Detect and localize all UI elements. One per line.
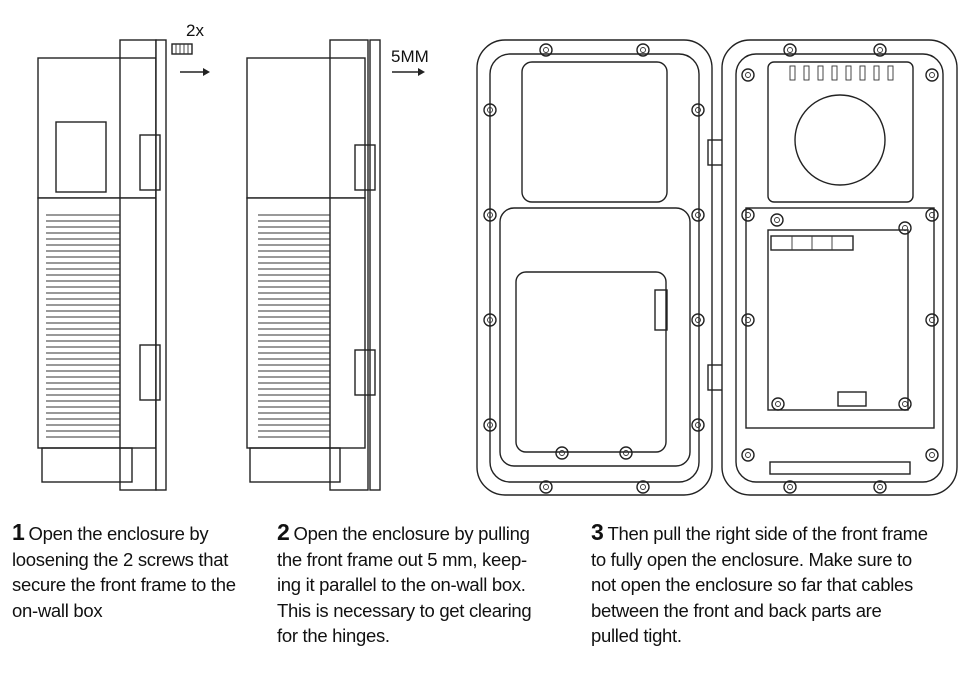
screw-hole-icon [741, 68, 755, 82]
screw-hole-icon [619, 446, 633, 460]
screw-hole-icon [483, 313, 497, 327]
screw-hole-icon [483, 103, 497, 117]
screw-hole-center [929, 72, 935, 78]
terminal-block [770, 235, 854, 251]
vent-slot [845, 65, 852, 81]
screw-hole-center [487, 317, 493, 323]
vent-slot [817, 65, 824, 81]
vent-slot [887, 65, 894, 81]
screw-hole-center [487, 107, 493, 113]
screw-hole-center [745, 212, 751, 218]
screw-hole-center [787, 484, 793, 490]
screw-hole-icon [873, 480, 887, 494]
screw-hole-center [929, 212, 935, 218]
step1-number: 1 [12, 519, 25, 545]
step2-text: Open the enclosure by pulling the front … [277, 523, 532, 646]
enclosure-illustration: 2x 5MM [37, 21, 958, 496]
screw-hole-icon [691, 208, 705, 222]
arrow-right-icon [180, 68, 210, 76]
offset-label: 5MM [391, 47, 429, 66]
screw-hole-center [487, 422, 493, 428]
screw-hole-icon [483, 418, 497, 432]
screw-hole-icon [898, 221, 912, 235]
screw-hole-icon [770, 213, 784, 227]
step2-side-view: 5MM [246, 39, 429, 491]
screw-hole-center [695, 212, 701, 218]
vent-slot [873, 65, 880, 81]
step2-number: 2 [277, 519, 290, 545]
screw-count-label: 2x [186, 21, 204, 40]
screw-hole-center [623, 450, 629, 456]
screw-hole-center [929, 452, 935, 458]
step1-text: Open the enclosure by loosening the 2 sc… [12, 523, 236, 621]
screw-hole-center [695, 317, 701, 323]
screw-hole-icon [636, 43, 650, 57]
screw-hole-center [695, 422, 701, 428]
screw-hole-icon [873, 43, 887, 57]
screw-hole-center [877, 47, 883, 53]
screw-hole-icon [783, 43, 797, 57]
screw-hole-center [745, 317, 751, 323]
screw-icon [171, 43, 193, 55]
screw-hole-center [745, 72, 751, 78]
vent-slot [789, 65, 796, 81]
screw-hole-center [929, 317, 935, 323]
screw-hole-icon [691, 418, 705, 432]
screw-hole-icon [691, 313, 705, 327]
screw-hole-icon [925, 313, 939, 327]
screw-hole-icon [925, 208, 939, 222]
screw-hole-icon [555, 446, 569, 460]
vent-slot [859, 65, 866, 81]
step3-text: Then pull the right side of the front fr… [591, 523, 928, 646]
screw-hole-center [902, 401, 908, 407]
screw-hole-icon [636, 480, 650, 494]
screw-hole-center [695, 107, 701, 113]
screw-hole-center [487, 212, 493, 218]
screw-hole-center [640, 484, 646, 490]
vent-slot [803, 65, 810, 81]
screw-hole-center [902, 225, 908, 231]
screw-hole-icon [539, 43, 553, 57]
screw-hole-icon [771, 397, 785, 411]
screw-hole-icon [898, 397, 912, 411]
screw-hole-icon [741, 313, 755, 327]
screw-hole-center [775, 401, 781, 407]
screw-hole-center [877, 484, 883, 490]
screw-hole-center [543, 484, 549, 490]
screw-hole-icon [925, 68, 939, 82]
screw-hole-icon [483, 208, 497, 222]
screw-hole-icon [783, 480, 797, 494]
screw-hole-center [787, 47, 793, 53]
screw-hole-icon [691, 103, 705, 117]
step3-open-enclosure [476, 39, 958, 496]
screw-hole-icon [741, 208, 755, 222]
screw-hole-center [745, 452, 751, 458]
vent-slot [831, 65, 838, 81]
step3-number: 3 [591, 519, 604, 545]
arrow-right-icon [392, 68, 425, 76]
screw-hole-center [543, 47, 549, 53]
step1-side-view: 2x [37, 21, 210, 491]
screw-hole-icon [539, 480, 553, 494]
screw-hole-icon [741, 448, 755, 462]
screw-hole-center [640, 47, 646, 53]
screw-hole-icon [925, 448, 939, 462]
screw-hole-center [774, 217, 780, 223]
screw-hole-center [559, 450, 565, 456]
